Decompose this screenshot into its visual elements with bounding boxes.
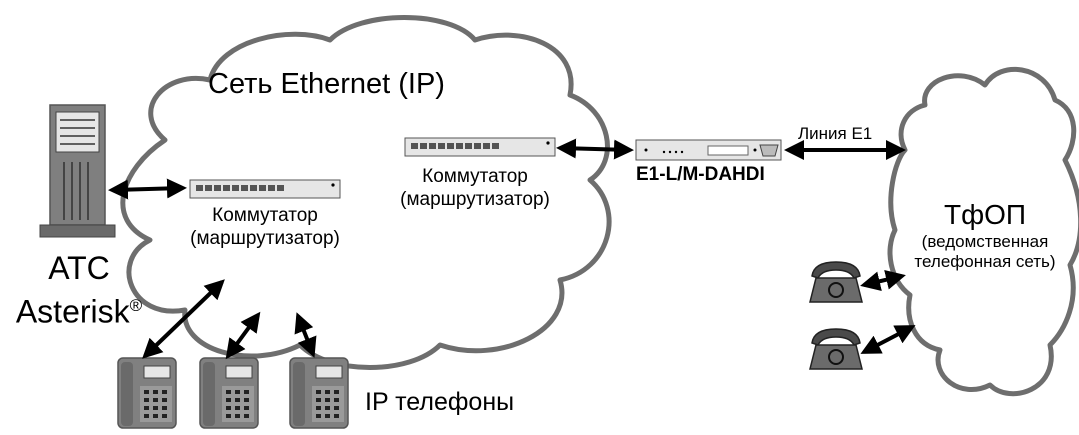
registered-mark: ® [129, 296, 143, 315]
pstn-line1: (ведомственная [921, 232, 1049, 251]
gateway-device [635, 139, 782, 161]
arrow-switch-gateway [556, 138, 634, 160]
switch-right-label-line1: Коммутатор [422, 166, 528, 187]
pbx-server [39, 104, 116, 238]
switch-right [404, 137, 556, 157]
switch-left-label: Коммутатор (маршрутизатор) [160, 204, 370, 250]
pbx-label-name: Asterisk [15, 293, 130, 330]
e1-line-label: Линия E1 [798, 124, 873, 143]
switch-right-label: Коммутатор (маршрутизатор) [370, 165, 580, 211]
pstn-cloud [887, 67, 1079, 397]
pstn-title: ТфОП [943, 199, 1027, 230]
analog-phone-1 [809, 261, 863, 303]
ip-phone-3 [289, 357, 349, 429]
pbx-label-line1: АТС [48, 250, 110, 286]
pstn-label: ТфОП (ведомственная телефонная сеть) [895, 198, 1075, 272]
pbx-label-line2: Asterisk® [4, 287, 154, 331]
ip-phones-label: IP телефоны [365, 388, 515, 416]
arrow-analog1 [860, 269, 906, 292]
arrow-pbx-switch [108, 178, 187, 200]
analog-phone-2 [809, 328, 863, 370]
arrow-analog2 [860, 325, 916, 354]
ip-phone-2 [199, 357, 259, 429]
arrow-phone3 [294, 312, 317, 358]
pstn-line2: телефонная сеть) [914, 252, 1056, 271]
switch-left [189, 179, 341, 199]
ethernet-title: Сеть Ethernet (IP) [208, 68, 445, 100]
gateway-label: E1-L/M-DAHDI [636, 164, 765, 185]
switch-left-label-line2: (маршрутизатор) [190, 228, 340, 249]
arrow-phone2 [225, 311, 261, 360]
arrow-phone1 [142, 279, 225, 359]
switch-left-label-line1: Коммутатор [212, 205, 318, 226]
pbx-label: АТС Asterisk® [4, 249, 154, 331]
switch-right-label-line2: (маршрутизатор) [400, 189, 550, 210]
ip-phone-1 [117, 357, 177, 429]
